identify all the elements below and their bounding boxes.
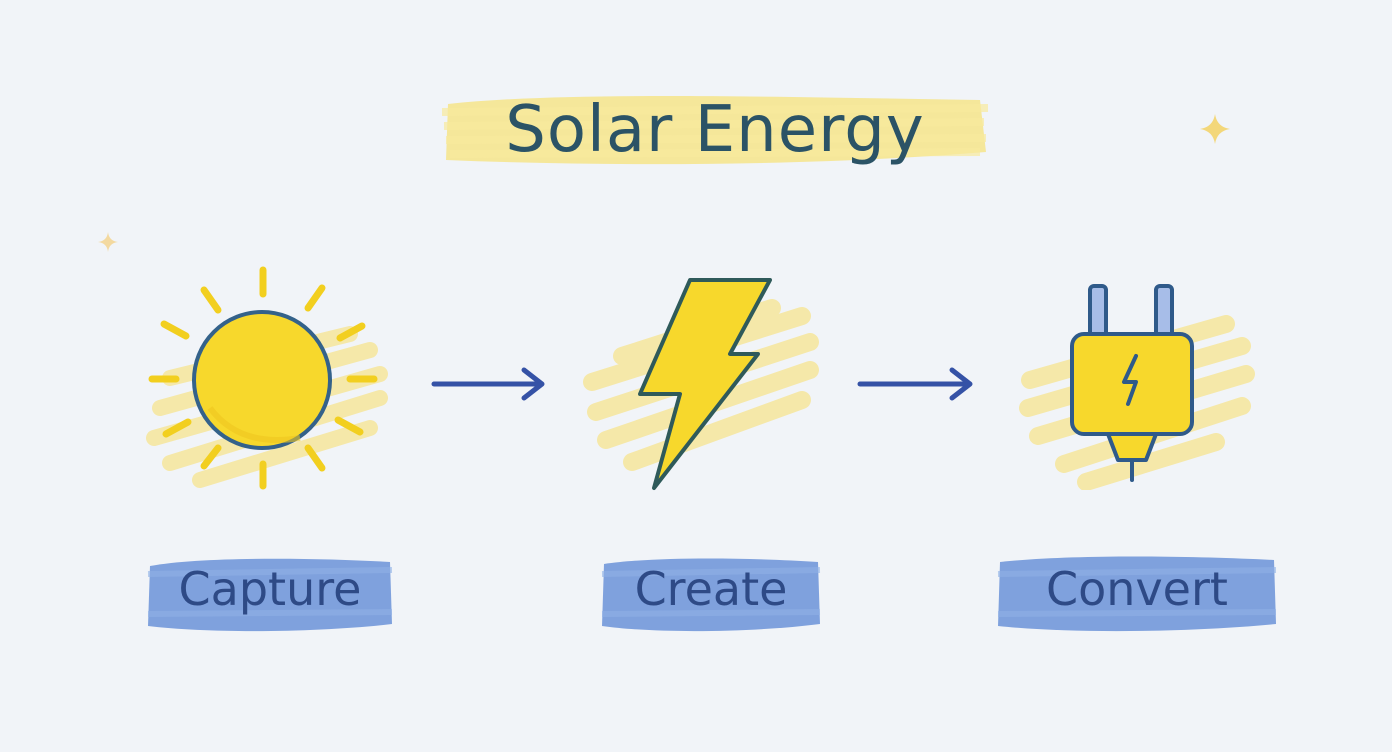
sun-icon [146, 266, 388, 490]
label-background [147, 558, 393, 632]
step-label-capture: Capture [144, 552, 396, 632]
arrow-right-icon [857, 367, 973, 401]
electric-plug-icon [1019, 284, 1255, 490]
label-background [601, 558, 821, 632]
lightning-bolt-icon [583, 278, 819, 490]
step-label-create: Create [598, 552, 824, 632]
sparkle-icon [98, 232, 118, 252]
page-title: Solar Energy [505, 93, 925, 167]
arrow-right-icon [431, 367, 545, 401]
step-label-convert: Convert [994, 552, 1280, 632]
sparkle-icon [1200, 114, 1230, 144]
label-background [997, 556, 1277, 632]
step-label-text: Capture [178, 562, 362, 616]
title-block: Solar Energy [440, 82, 990, 182]
step-label-text: Convert [1046, 562, 1228, 616]
title-highlight [441, 96, 989, 165]
step-label-text: Create [634, 562, 788, 616]
